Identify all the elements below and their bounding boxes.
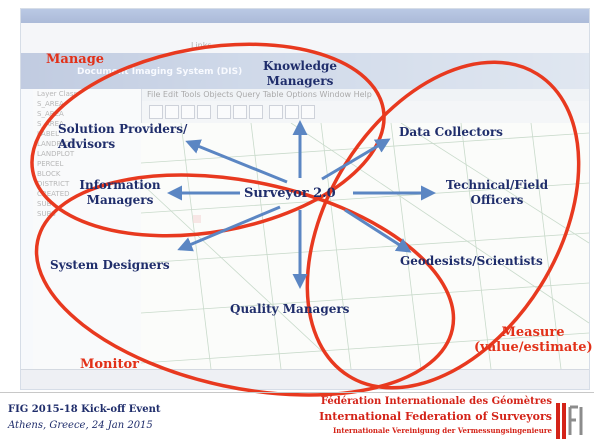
- knowledge-managers-label: Knowledge Managers: [244, 59, 356, 89]
- background-gis-screenshot: Links Document Imaging System (DIS) File…: [20, 8, 590, 390]
- knowledge-managers-line1: Knowledge: [262, 59, 338, 73]
- app-title: Document Imaging System (DIS): [77, 67, 243, 77]
- information-managers-label: Information Managers: [72, 178, 168, 208]
- attribute-row: S_AREA: [37, 100, 64, 108]
- attribute-row: CREATED: [37, 190, 70, 198]
- technical-field-officers-line2: Officers: [470, 193, 524, 207]
- tool-icon: [249, 105, 263, 119]
- solution-providers-line1: Solution Providers/: [58, 122, 188, 136]
- tool-icon: [285, 105, 299, 119]
- arrow-to-geodesists-scientists: [344, 208, 412, 253]
- browser-links: Links: [191, 41, 212, 50]
- tool-icon: [269, 105, 283, 119]
- attribute-row: DISTRICT: [37, 180, 70, 188]
- data-collectors-label: Data Collectors: [399, 125, 503, 139]
- attribute-row: SUBS: [37, 210, 56, 218]
- attribute-row: BLOCK: [37, 170, 61, 178]
- tool-icon: [217, 105, 231, 119]
- footer-divider: [0, 392, 594, 393]
- tool-icon: [149, 105, 163, 119]
- attribute-row: SUB: [37, 200, 52, 208]
- arrow-to-system-designers: [177, 205, 281, 252]
- technical-field-officers-label: Technical/Field Officers: [436, 178, 558, 208]
- tool-icon: [233, 105, 247, 119]
- measure-label-line1: Measure: [501, 325, 565, 340]
- quality-managers-label: Quality Managers: [230, 302, 350, 316]
- system-designers-label: System Designers: [50, 258, 170, 272]
- manage-label: Manage: [46, 52, 105, 67]
- event-title: FIG 2015-18 Kick-off Event: [8, 404, 161, 415]
- information-managers-line2: Managers: [86, 193, 154, 207]
- tool-icon: [181, 105, 195, 119]
- attribute-row: S_AREA: [37, 110, 64, 118]
- arrow-to-data-collectors: [321, 138, 391, 181]
- monitor-label: Monitor: [80, 357, 139, 372]
- geodesists-scientists-label: Geodesists/Scientists: [400, 254, 543, 268]
- solution-providers-label: Solution Providers/ Advisors: [58, 122, 187, 152]
- attribute-row: S_AREA: [37, 120, 64, 128]
- federation-name-de: Internationale Vereinigung der Vermessun…: [333, 426, 552, 435]
- attribute-row: PERCEL: [37, 160, 64, 168]
- attribute-row: LANDPLOT: [37, 140, 75, 148]
- measure-label: Measure (value/estimate): [474, 325, 593, 355]
- app-menu-bar: File Edit Tools Objects Query Table Opti…: [141, 89, 589, 101]
- federation-name-fr: Fédération Internationale des Géomètres: [320, 396, 552, 407]
- technical-field-officers-line1: Technical/Field: [445, 178, 549, 192]
- app-toolbar: [141, 101, 589, 124]
- knowledge-managers-line2: Managers: [266, 74, 334, 88]
- information-managers-line1: Information: [79, 178, 161, 192]
- attribute-row: Layer Class: [37, 90, 78, 98]
- fig-logo: [556, 403, 583, 439]
- arrow-to-solution-providers: [185, 139, 288, 184]
- event-place-date: Athens, Greece, 24 Jan 2015: [8, 420, 153, 431]
- solution-providers-line2: Advisors: [58, 137, 116, 151]
- attribute-row: LANDPLOT: [37, 150, 75, 158]
- tool-icon: [197, 105, 211, 119]
- surveyor-center-label: Surveyor 2.0: [244, 186, 336, 201]
- tool-icon: [301, 105, 315, 119]
- attribute-row: LABEL: [37, 130, 59, 138]
- measure-label-line2: (value/estimate): [474, 340, 593, 355]
- monitor-ellipse: [34, 173, 456, 397]
- tool-icon: [165, 105, 179, 119]
- window-title-bar: [21, 9, 589, 23]
- federation-name-en: International Federation of Surveyors: [319, 410, 552, 423]
